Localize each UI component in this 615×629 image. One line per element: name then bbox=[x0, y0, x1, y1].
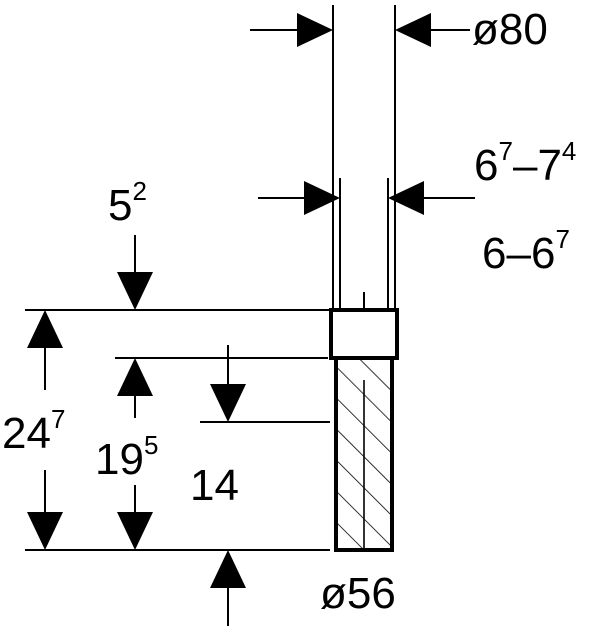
extension-lines bbox=[25, 309, 330, 551]
wall-range-bottom-label: 6–67 bbox=[482, 224, 570, 278]
outer-diameter-label: ø80 bbox=[472, 5, 548, 54]
dimension-insert-depth: 14 bbox=[190, 345, 246, 626]
pipe-outline-upper bbox=[332, 5, 396, 308]
dimension-total-height: 247 bbox=[2, 310, 65, 550]
insert-depth-label: 14 bbox=[190, 461, 239, 510]
top-offset-label: 52 bbox=[108, 176, 147, 230]
inner-pipe bbox=[334, 358, 394, 552]
dimension-outer-diameter: ø80 bbox=[250, 5, 548, 54]
inner-diameter-label: ø56 bbox=[320, 569, 396, 618]
wall-range-top-label: 67–74 bbox=[474, 136, 576, 190]
dimension-wall-range: 67–74 6–67 bbox=[258, 136, 576, 278]
dimension-top-offset: 52 bbox=[108, 176, 153, 310]
dimension-mid-height: 195 bbox=[95, 358, 158, 550]
mid-height-label: 195 bbox=[95, 430, 158, 484]
socket-body bbox=[329, 308, 399, 360]
total-height-label: 247 bbox=[2, 404, 65, 458]
